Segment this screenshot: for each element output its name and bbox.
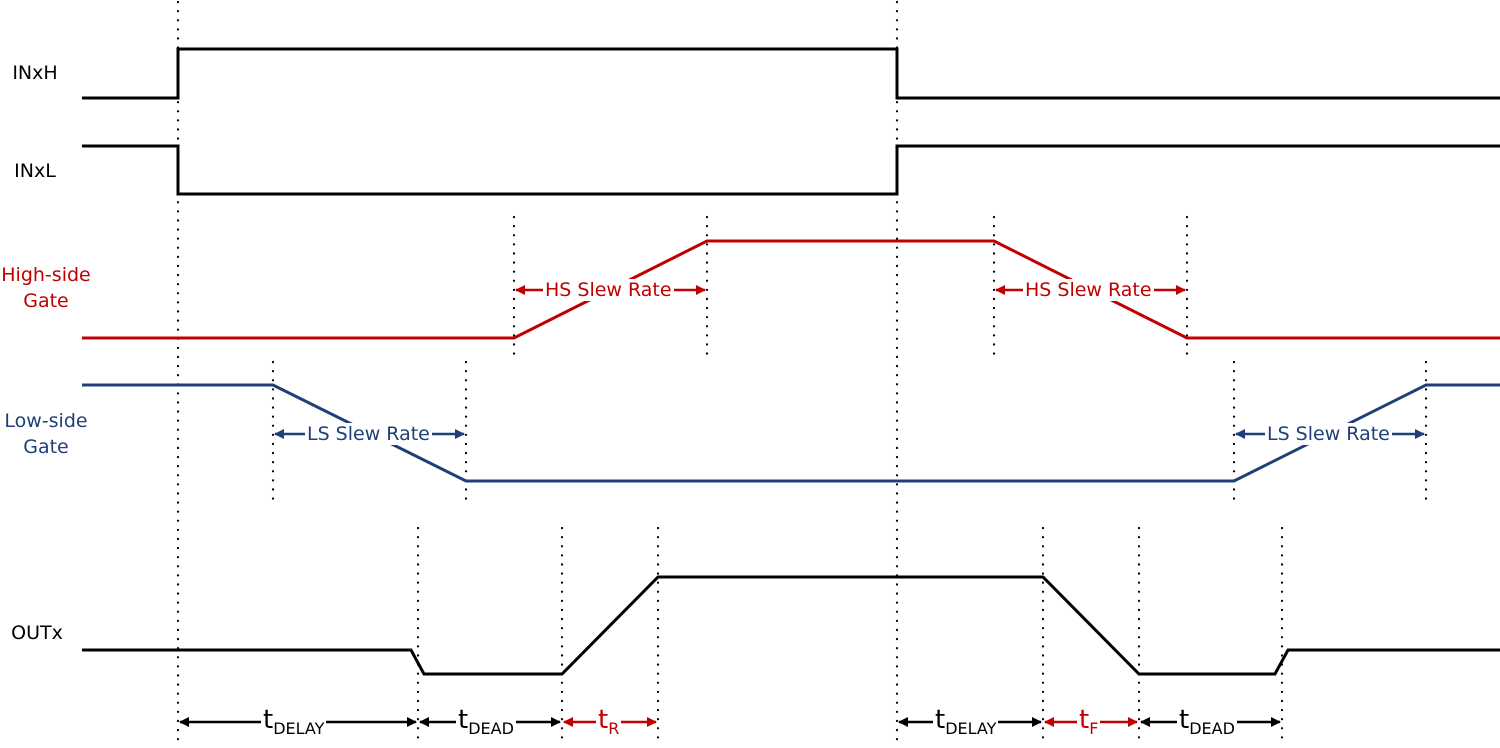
label-high-side-line2: Gate bbox=[23, 290, 69, 312]
label-low-side-line1: Low-side bbox=[4, 410, 88, 432]
dotted-guides bbox=[176, 0, 1428, 747]
ls-slew-rate-fall-label: LS Slew Rate bbox=[305, 423, 432, 445]
label-outx: OUTx bbox=[11, 622, 63, 644]
hs-slew-rate-fall-label: HS Slew Rate bbox=[1023, 279, 1154, 301]
ls-gate-waveform bbox=[82, 383, 1500, 483]
label-high-side-line1: High-side bbox=[1, 264, 91, 286]
tr-label: tR bbox=[596, 705, 622, 744]
tdead-1-label: tDEAD bbox=[456, 705, 516, 744]
tdead-2-label: tDEAD bbox=[1177, 705, 1237, 744]
label-low-side-line2: Gate bbox=[23, 436, 69, 458]
tdelay-1-label: tDELAY bbox=[261, 705, 327, 744]
label-low-side-gate: Low-side Gate bbox=[0, 408, 92, 460]
inxl-waveform bbox=[82, 144, 1500, 196]
label-high-side-gate: High-side Gate bbox=[0, 262, 92, 314]
hs-gate-waveform bbox=[82, 239, 1500, 340]
tdelay-2-label: tDELAY bbox=[933, 705, 999, 744]
label-inxh: INxH bbox=[12, 62, 58, 84]
ls-slew-rate-rise-label: LS Slew Rate bbox=[1265, 423, 1392, 445]
outx-waveform bbox=[82, 575, 1500, 676]
tf-label: tF bbox=[1077, 705, 1101, 744]
inxh-waveform bbox=[82, 47, 1500, 100]
label-inxl: INxL bbox=[14, 160, 56, 182]
hs-slew-rate-rise-label: HS Slew Rate bbox=[543, 279, 674, 301]
